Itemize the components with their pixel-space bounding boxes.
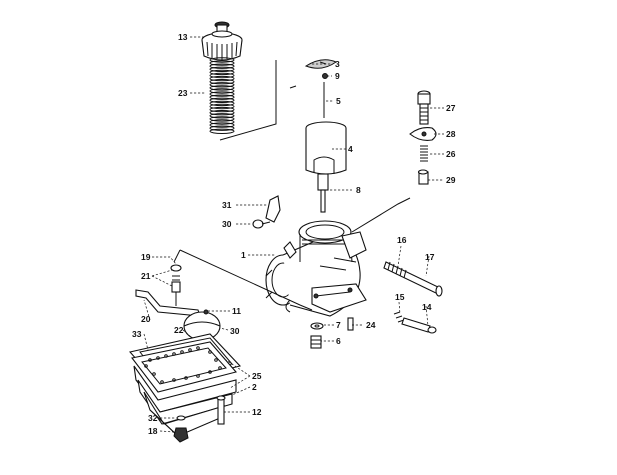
callout-19: 19 bbox=[141, 252, 151, 262]
callout-11: 11 bbox=[232, 306, 241, 316]
spring-coil bbox=[209, 91, 235, 97]
callout-21: 21 bbox=[141, 271, 151, 281]
spring-coil bbox=[209, 88, 235, 94]
spring-coil bbox=[209, 63, 235, 69]
spring-coil bbox=[209, 82, 235, 88]
spring-coil bbox=[209, 110, 235, 116]
callout-labels: 13 23 3 9 5 4 8 27 28 26 29 31 30 1 16 1… bbox=[132, 32, 456, 436]
spring-coil bbox=[209, 94, 235, 100]
assembly-line bbox=[219, 60, 277, 141]
spring-coil bbox=[209, 106, 235, 113]
callout-24: 24 bbox=[366, 320, 376, 330]
callout-25: 25 bbox=[252, 371, 262, 381]
callout-26: 26 bbox=[446, 149, 456, 159]
spring-coil bbox=[209, 100, 235, 107]
spring-part bbox=[209, 57, 235, 135]
spring-coil bbox=[209, 103, 235, 110]
needle-jet-part bbox=[317, 173, 329, 213]
pilot-screw-part bbox=[393, 311, 437, 334]
callout-30-float: 30 bbox=[230, 326, 240, 336]
callout-4: 4 bbox=[348, 144, 353, 154]
callout-13: 13 bbox=[178, 32, 188, 42]
spring-coil bbox=[209, 66, 235, 73]
callout-22: 22 bbox=[174, 325, 184, 335]
spring-coil bbox=[209, 113, 235, 119]
callout-9: 9 bbox=[335, 71, 340, 81]
assembly-line bbox=[179, 249, 313, 311]
callout-17: 17 bbox=[425, 252, 435, 262]
spring-coil bbox=[209, 116, 235, 122]
cable-adjuster-part bbox=[417, 90, 431, 125]
assembly-line bbox=[351, 197, 411, 233]
spring-coil bbox=[209, 72, 235, 79]
top-cap-part bbox=[201, 21, 243, 61]
callout-27: 27 bbox=[446, 103, 456, 113]
spring-coil bbox=[209, 125, 235, 131]
callout-3: 3 bbox=[335, 59, 340, 69]
adjuster-plug-part bbox=[417, 169, 429, 185]
callout-15: 15 bbox=[395, 292, 405, 302]
float-part bbox=[183, 309, 221, 341]
throttle-slide-part bbox=[305, 121, 347, 175]
pilot-spring-part bbox=[420, 145, 428, 162]
callout-28: 28 bbox=[446, 129, 456, 139]
callout-20: 20 bbox=[141, 314, 151, 324]
spring-coil bbox=[209, 119, 235, 125]
spring-coil bbox=[209, 79, 235, 85]
callout-2: 2 bbox=[252, 382, 257, 392]
callout-32: 32 bbox=[148, 413, 158, 423]
spring-coil bbox=[209, 69, 235, 76]
callout-1: 1 bbox=[241, 250, 246, 260]
callout-12: 12 bbox=[252, 407, 262, 417]
idle-screw-part bbox=[383, 261, 443, 297]
callout-5: 5 bbox=[336, 96, 341, 106]
callout-8: 8 bbox=[356, 185, 361, 195]
spring-coil bbox=[209, 122, 235, 128]
spring-coil bbox=[209, 60, 235, 66]
callout-7: 7 bbox=[336, 320, 341, 330]
spring-coil bbox=[209, 85, 235, 91]
main-jet-part bbox=[310, 335, 322, 349]
callout-23: 23 bbox=[178, 88, 188, 98]
assembly-line bbox=[173, 249, 181, 263]
float-bowl-part bbox=[128, 333, 242, 443]
callout-14: 14 bbox=[422, 302, 432, 312]
spring-coil bbox=[209, 97, 235, 104]
small-jet-part bbox=[347, 317, 354, 331]
adjuster-plate-part bbox=[409, 127, 437, 141]
carburetor-body-part bbox=[265, 220, 367, 317]
callout-30-top: 30 bbox=[222, 219, 232, 229]
callout-33: 33 bbox=[132, 329, 142, 339]
callout-29: 29 bbox=[446, 175, 456, 185]
callout-18: 18 bbox=[148, 426, 158, 436]
assembly-line bbox=[289, 85, 297, 89]
callout-6: 6 bbox=[336, 336, 341, 346]
callout-16: 16 bbox=[397, 235, 407, 245]
spring-coil bbox=[209, 128, 235, 135]
washer-part bbox=[310, 322, 324, 330]
callout-31: 31 bbox=[222, 200, 232, 210]
spring-coil bbox=[209, 57, 235, 63]
leader-lines bbox=[143, 36, 444, 433]
cable-bracket-part bbox=[252, 195, 281, 229]
spring-coil bbox=[209, 75, 235, 82]
